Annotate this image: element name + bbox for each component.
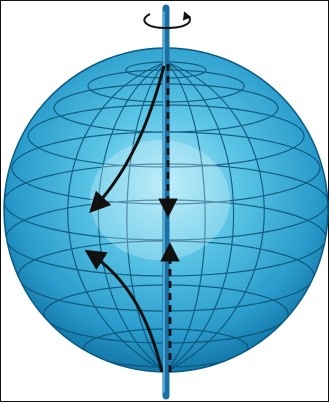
globe-highlight <box>90 140 230 260</box>
